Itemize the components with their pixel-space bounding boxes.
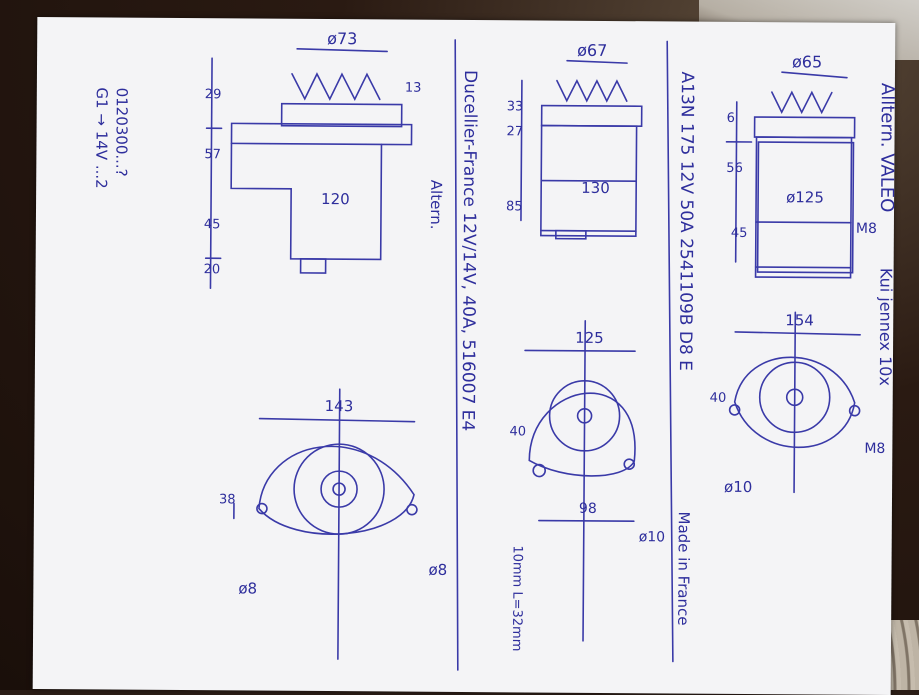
front-b-dim-98: 98 [579, 501, 597, 517]
section-a-dim-45: 45 [731, 226, 748, 241]
front-a-m8: M8 [864, 441, 885, 457]
section-c-dim-20: 20 [204, 262, 221, 277]
ink-drawing: ø65 M8 6 56 45 ø125 Alltern. VALEO Kui j… [33, 17, 896, 695]
front-c-dia-b: ø8 [428, 561, 447, 579]
section-a-m8: M8 [856, 221, 877, 237]
section-c-top-dia: ø73 [327, 29, 357, 48]
section-c-width-120: 120 [321, 190, 350, 208]
sketch-paper: ø65 M8 6 56 45 ø125 Alltern. VALEO Kui j… [33, 17, 896, 695]
section-a-dim-6: 6 [727, 111, 735, 126]
made-in-france: Made in France [674, 511, 693, 625]
part-number-line: A13N 175 12V 50A 2541109B D8 E [675, 71, 697, 371]
section-b-top-dia: ø67 [577, 41, 607, 60]
section-c-side-view: ø73 13 29 57 45 20 120 [203, 28, 421, 290]
front-b-dia: ø10 [639, 529, 666, 545]
section-a-dia-125: ø125 [786, 188, 824, 206]
ducellier-line: Ducellier-France 12V/14V, 40A, 516007 E4 [457, 70, 480, 431]
section-b-width-130: 130 [581, 179, 610, 197]
section-c-dim-29: 29 [205, 87, 222, 102]
section-c-dim-45: 45 [204, 217, 221, 232]
front-a-width: 154 [785, 311, 814, 329]
brand-title: Alltern. VALEO [876, 83, 895, 213]
section-b-dim-33: 33 [507, 99, 524, 114]
front-b-width: 125 [575, 329, 604, 347]
front-view-c: 143 38 ø8 ø8 [218, 388, 449, 660]
section-b-dim-85: 85 [506, 199, 523, 214]
code-2: G1 → 14V ...2 [92, 87, 111, 188]
section-b-side-view: ø67 33 27 85 130 [506, 40, 642, 239]
altern-label: Altern. [427, 180, 445, 230]
section-c-dim-13: 13 [405, 81, 422, 96]
front-b-note: 10mm L=32mm [509, 545, 525, 651]
code-1: 0120300...? [112, 88, 131, 177]
front-view-b: 125 40 98 ø10 10mm L=32mm [508, 320, 667, 652]
front-c-width: 143 [325, 397, 354, 415]
front-c-dia-a: ø8 [238, 579, 257, 597]
front-c-dim-38: 38 [219, 492, 236, 507]
section-a-top-dia: ø65 [792, 52, 822, 71]
front-a-height: 40 [710, 391, 727, 406]
brand-note: Kui jennex 10x [876, 268, 896, 386]
section-a-dim-56: 56 [726, 161, 743, 176]
section-b-dim-27: 27 [507, 124, 524, 139]
section-c-dim-57: 57 [204, 147, 221, 162]
front-a-dia: ø10 [724, 478, 752, 496]
front-view-a: 154 40 ø10 M8 [709, 311, 886, 497]
section-a-side-view: ø65 M8 6 56 45 ø125 [726, 52, 879, 278]
front-b-dim-40: 40 [509, 424, 526, 439]
